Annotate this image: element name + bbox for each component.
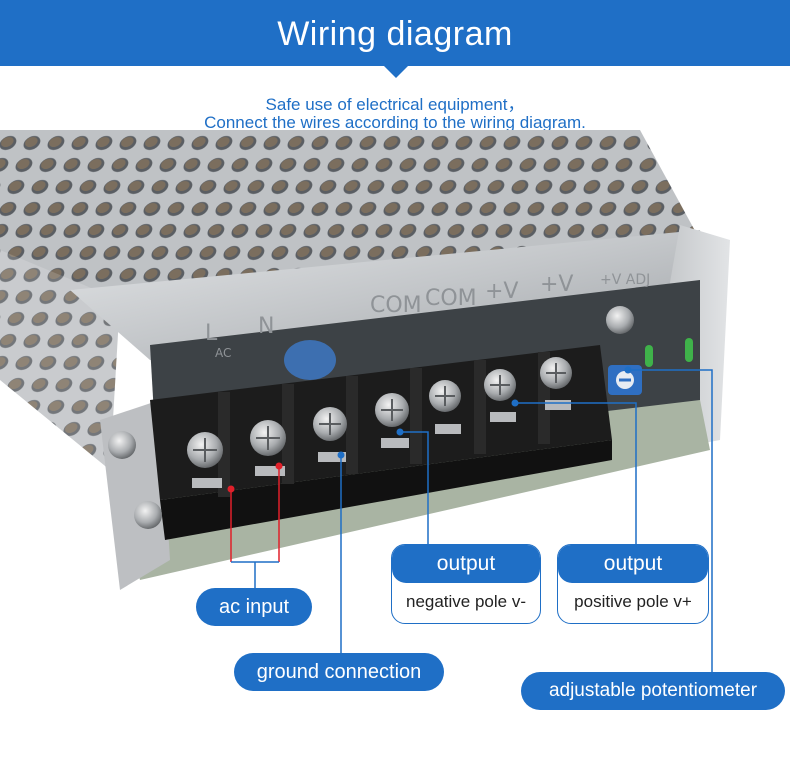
negative-output-title: output xyxy=(392,545,540,583)
label-plus-v-adj: +V ADJ xyxy=(600,272,650,288)
header-banner xyxy=(0,0,790,66)
intro-line-1: Safe use of electrical equipment， xyxy=(265,95,525,114)
label-com-1: COM xyxy=(370,293,422,318)
label-n: N xyxy=(258,314,274,339)
ground-connection-callout: ground connection xyxy=(234,653,444,691)
positive-output-title: output xyxy=(558,545,708,583)
header-notch xyxy=(383,65,409,78)
negative-output-desc: negative pole v- xyxy=(405,592,527,611)
power-supply-illustration: L N AC COM COM +V +V +V ADJ xyxy=(0,130,730,590)
page-title: Wiring diagram xyxy=(277,15,513,53)
label-l: L xyxy=(205,321,218,346)
positive-output-callout: output positive pole v+ xyxy=(557,544,709,624)
intro-line-2: Connect the wires according to the wirin… xyxy=(204,113,586,132)
negative-output-callout: output negative pole v- xyxy=(391,544,541,624)
label-plus-v-2: +V xyxy=(540,272,573,297)
label-ac: AC xyxy=(215,346,231,360)
label-com-2: COM xyxy=(425,286,477,311)
ac-input-callout: ac input xyxy=(196,588,312,626)
positive-output-desc: positive pole v+ xyxy=(574,592,692,611)
adjustable-potentiometer-callout: adjustable potentiometer xyxy=(521,672,785,710)
label-plus-v-1: +V xyxy=(485,279,518,304)
